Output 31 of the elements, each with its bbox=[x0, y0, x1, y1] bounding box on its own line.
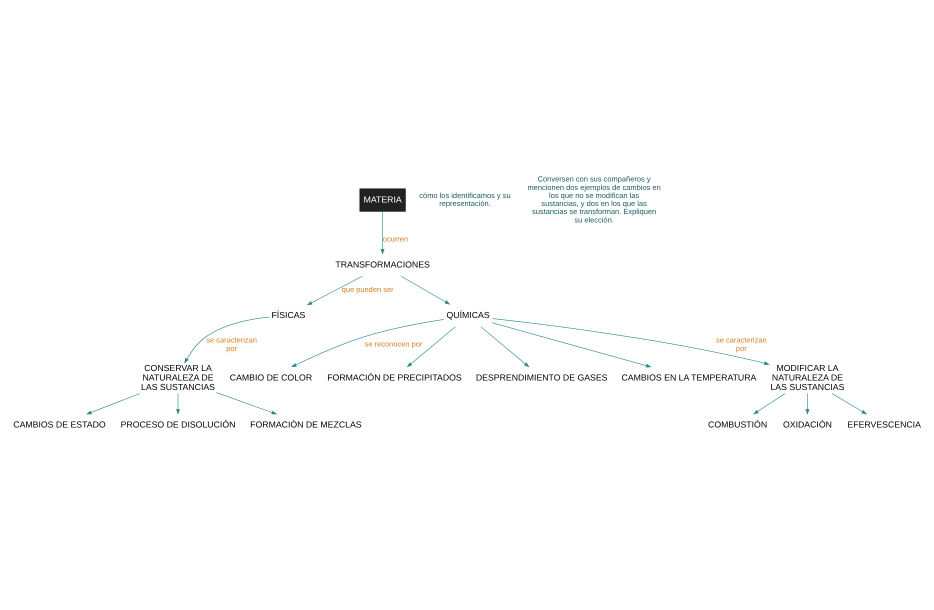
node-text: PROCESO DE DISOLUCIÓN bbox=[120, 419, 236, 430]
node-text: CONSERVAR LA NATURALEZA DE LAS SUSTANCIAS bbox=[141, 362, 215, 392]
node-text: EFERVESCENCIA bbox=[847, 419, 921, 430]
arrow bbox=[406, 326, 456, 367]
node-text: CAMBIOS EN LA TEMPERATURA bbox=[622, 372, 756, 382]
arrow bbox=[805, 392, 810, 414]
node-text: OXIDACIÓN bbox=[782, 419, 832, 430]
arrow bbox=[184, 316, 270, 364]
node-text: FORMACIÓN DE MEZCLAS bbox=[250, 419, 362, 430]
arrow bbox=[400, 275, 450, 304]
arrow bbox=[176, 392, 180, 414]
node-text: MODIFICAR LA NATURALEZA DE LAS SUSTANCIAS bbox=[770, 362, 844, 392]
arrow bbox=[480, 326, 530, 367]
node-text: TRANSFORMACIONES bbox=[335, 258, 430, 269]
arrow bbox=[380, 210, 385, 254]
node-text: FORMACIÓN DE PRECIPITADOS bbox=[327, 372, 462, 382]
arrow bbox=[492, 318, 770, 365]
node-text: FÍSICAS bbox=[271, 309, 306, 320]
arrow bbox=[306, 275, 362, 305]
arrow bbox=[290, 318, 444, 367]
node-text: DESPRENDIMIENTO DE GASES bbox=[476, 372, 608, 382]
node-text: QUÍMICAS bbox=[446, 309, 490, 320]
node-box: MATERIA bbox=[360, 188, 406, 212]
arrow bbox=[753, 392, 786, 414]
arrow bbox=[492, 322, 652, 368]
node-text: CAMBIO DE COLOR bbox=[230, 372, 312, 382]
arrow bbox=[216, 392, 278, 414]
arrow bbox=[86, 392, 140, 414]
arrow bbox=[832, 392, 868, 414]
node-text: COMBUSTIÓN bbox=[708, 419, 768, 430]
node-text: CAMBIOS DE ESTADO bbox=[13, 419, 106, 430]
